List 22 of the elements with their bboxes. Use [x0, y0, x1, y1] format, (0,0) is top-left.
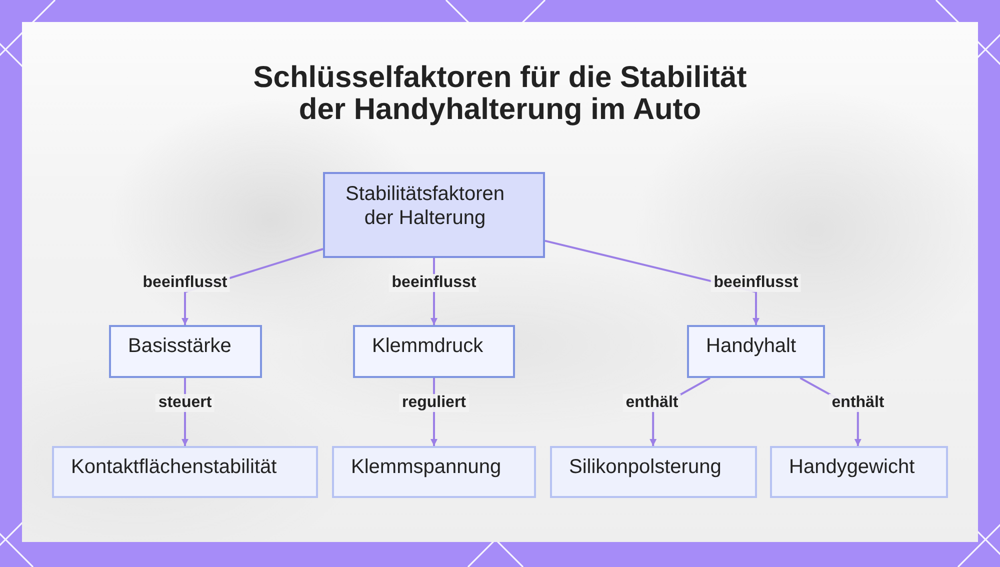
concept-box — [52, 446, 318, 498]
concept-box — [353, 325, 515, 378]
node-text: Handyhalt — [706, 334, 796, 358]
edge-label: beeinflusst — [710, 274, 802, 292]
concept-box — [332, 446, 536, 498]
edge-label: enthält — [622, 394, 682, 412]
edge-label: beeinflusst — [388, 274, 480, 292]
edge-label: steuert — [155, 394, 215, 412]
node-text: Silikonpolsterung — [569, 455, 722, 479]
concept-box — [109, 325, 262, 378]
node-text: Klemmdruck — [372, 334, 484, 358]
concept-box — [770, 446, 948, 498]
node-text: Stabilitätsfaktoren der Halterung — [344, 182, 506, 230]
concept-box — [323, 172, 545, 258]
node-text: Handygewicht — [789, 455, 915, 479]
edge-label: reguliert — [399, 394, 469, 412]
node-text: Klemmspannung — [351, 455, 502, 479]
diagram-title: Schlüsselfaktoren für die Stabilität der Handyhalterung im Auto — [252, 62, 748, 126]
node-text: Kontaktflächenstabilität — [71, 455, 277, 479]
concept-box — [687, 325, 825, 378]
concept-box — [550, 446, 757, 498]
node-text: Basisstärke — [128, 334, 232, 358]
